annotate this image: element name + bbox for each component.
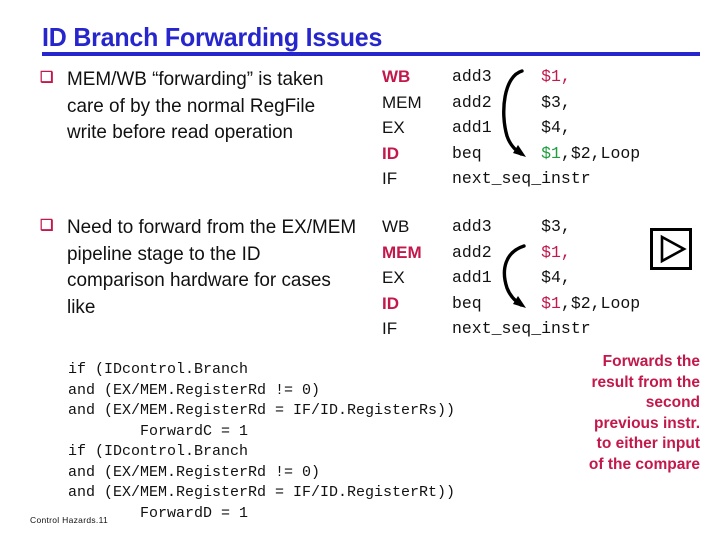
instruction-operand: $1, [541,67,571,86]
pipeline-stage-mem: MEM [382,92,422,112]
instruction-operand: $1 [541,293,561,313]
instruction-mnemonic: add2 [452,242,542,262]
bullet-square-icon: ❏ [40,69,54,86]
pipeline-stage-column-2: WB MEM EX ID IF [382,214,452,342]
instruction-row: beq $1,$2,Loop [452,141,640,167]
caption-line: second [645,394,700,411]
triangle-glyph [660,234,687,264]
instruction-mnemonic: add1 [452,118,542,137]
pipeline-stage-if: IF [382,169,398,188]
caption-line: result from the [591,373,700,391]
instruction-operand: $4, [541,118,571,137]
play-triangle-icon[interactable] [650,228,692,270]
page-title: ID Branch Forwarding Issues [42,22,383,52]
instruction-row: add2 $3, [452,90,640,116]
instruction-mnemonic: beq [452,293,542,313]
instruction-row: add2 $1, [452,240,640,266]
instruction-row: add3 $1, [452,64,640,90]
instruction-operand: ,$2,Loop [560,293,641,313]
slide-footer: Control Hazards.11 [30,515,108,525]
instruction-operand: $1 [541,143,561,163]
caption-line: to either input [596,435,700,452]
title-underline-rule [42,52,700,56]
caption-line: previous instr. [594,414,700,432]
instruction-row: next_seq_instr [452,166,640,192]
code-line: and (EX/MEM.RegisterRd = IF/ID.RegisterR… [68,484,456,501]
caption-line: of the compare [588,455,700,473]
instruction-row: add1 $4, [452,265,640,291]
pipeline-stage-column-1: WB MEM EX ID IF [382,64,452,192]
code-line: and (EX/MEM.RegisterRd != 0) [68,381,321,399]
instruction-row: add1 $4, [452,115,640,141]
instruction-row: add3 $3, [452,214,640,240]
pipeline-stage-id: ID [382,293,399,313]
code-line: if (IDcontrol.Branch [68,361,249,378]
instruction-row: next_seq_instr [452,316,640,342]
caption-line: Forwards the [602,353,700,370]
instruction-mnemonic: add2 [452,92,542,112]
pipeline-stage-wb: WB [382,217,410,236]
pipeline-stage-ex: EX [382,118,405,137]
bullet-square-icon: ❏ [40,217,54,234]
instruction-mnemonic: add3 [452,217,542,236]
instruction-mnemonic: beq [452,143,542,163]
code-line: if (IDcontrol.Branch [68,443,249,460]
instruction-operand: $1, [541,242,571,262]
code-line: ForwardD = 1 [68,504,249,522]
pipeline-stage-id: ID [382,143,399,163]
instruction-mnemonic: add3 [452,67,542,86]
instruction-mnemonic: next_seq_instr [452,319,591,338]
instruction-row: beq $1,$2,Loop [452,291,640,317]
pipeline-stage-mem: MEM [382,242,422,262]
bullet-item-2-text: Need to forward from the EX/MEM pipeline… [67,216,357,318]
forwarding-explanation-caption: Forwards the result from the second previou… [520,352,700,475]
instruction-operand: $3, [541,217,571,236]
pipeline-stage-if: IF [382,319,398,338]
bullet-item-1-text: MEM/WB “forwarding” is taken care of by … [67,68,324,143]
instruction-operand: $3, [541,92,571,112]
code-line: and (EX/MEM.RegisterRd != 0) [68,463,321,481]
code-line: and (EX/MEM.RegisterRd = IF/ID.RegisterR… [68,402,456,419]
pipeline-stage-ex: EX [382,268,405,287]
code-line: ForwardC = 1 [68,422,249,440]
instruction-mnemonic: add1 [452,268,542,287]
instruction-operand: $4, [541,268,571,287]
pipeline-stage-wb: WB [382,67,411,86]
forwarding-condition-code: if (IDcontrol.Branch and (EX/MEM.Register… [68,360,455,524]
instruction-mnemonic: next_seq_instr [452,169,591,188]
instruction-operand: ,$2,Loop [560,143,641,163]
